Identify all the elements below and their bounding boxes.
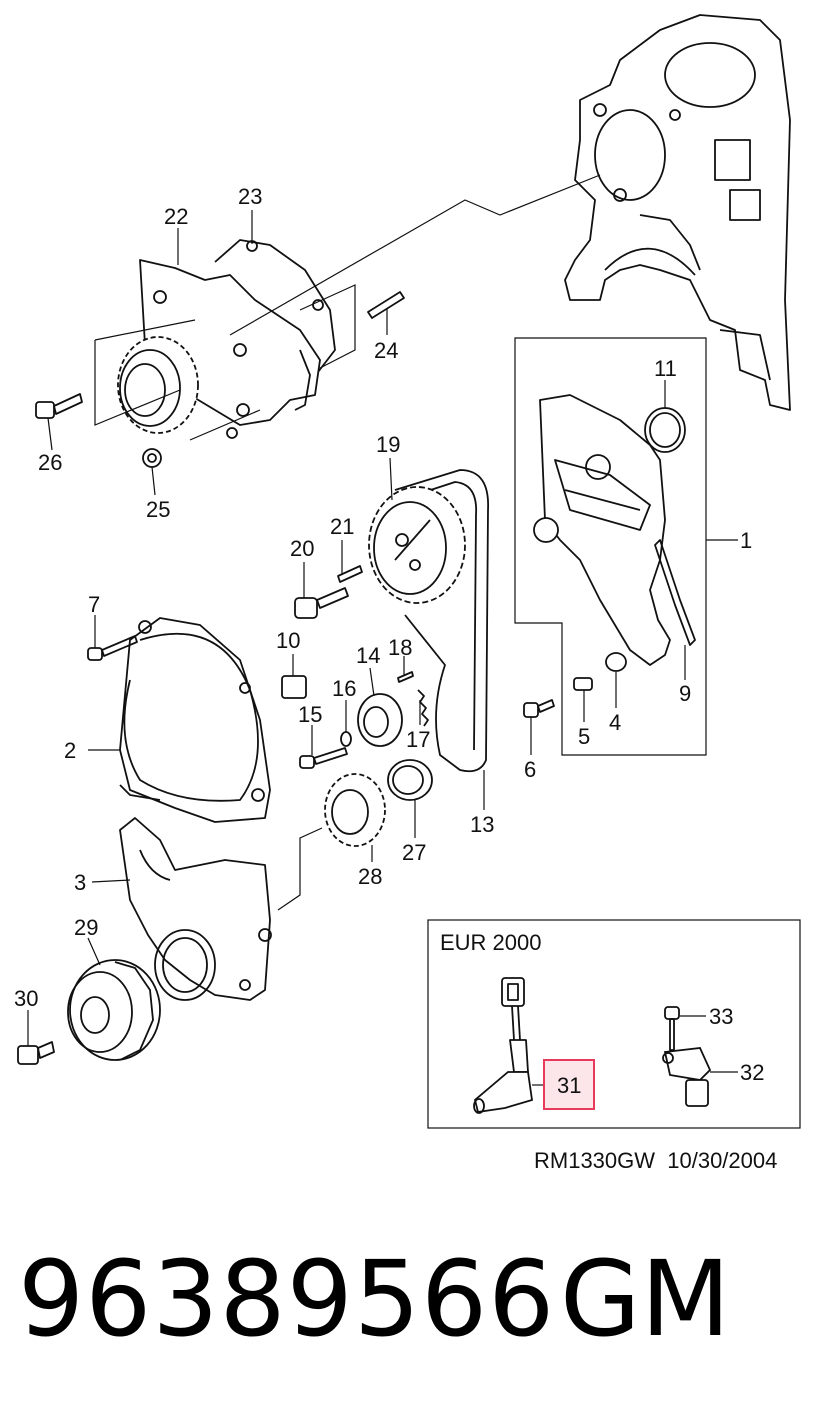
callout-28: 28 [358,864,382,889]
leader-line [94,319,261,441]
water-pump-gasket [214,239,336,373]
callout-3: 3 [74,870,86,895]
callout-10: 10 [276,628,300,653]
lower-timing-cover [119,817,272,1001]
eur2000-inset-box [427,919,801,1129]
bolt-26 [35,393,83,419]
crankshaft-pulley-29 [67,959,161,1061]
callout-23: 23 [238,184,262,209]
callout-11: 11 [654,356,677,381]
callout-5: 5 [578,724,590,749]
callout-9: 9 [679,681,691,706]
leader-line [229,174,601,336]
seal-ring-11 [644,407,686,453]
cover-group-box [514,337,707,756]
bolt-20 [294,587,349,619]
callout-26: 26 [38,450,62,475]
callout-13: 13 [470,812,494,837]
bolt-30 [17,1041,55,1065]
bolt-15 [299,747,348,769]
callout-21: 21 [330,514,354,539]
inset-title: EUR 2000 [440,930,542,955]
callout-14: 14 [356,643,380,668]
callout-19: 19 [376,432,400,457]
callout-16: 16 [332,676,356,701]
exploded-parts-diagram: EUR 2000 [14,14,801,1129]
timing-cover-gasket [533,394,671,666]
tensioner-pulley-14 [357,693,403,747]
leader-line [299,284,356,369]
bushing-5 [573,677,593,691]
bolt-6 [523,699,555,718]
camshaft-gear [368,486,466,604]
callout-7: 7 [88,592,100,617]
timing-belt [394,469,489,773]
callout-2: 2 [64,738,76,763]
pin-21 [337,565,363,583]
crankshaft-gear-28 [324,773,386,847]
callout-4: 4 [609,710,621,735]
callout-18: 18 [388,635,412,660]
clip-10 [281,675,307,699]
callout-20: 20 [290,536,314,561]
drawing-reference: RM1330GW 10/30/2004 [534,1148,778,1173]
callout-6: 6 [524,757,536,782]
callout-22: 22 [164,204,188,229]
nut-4 [605,652,627,672]
leader-line [277,827,323,911]
stud-bolt-24 [367,291,405,319]
washer-16 [340,731,352,747]
crankshaft-position-sensor-31 [473,977,534,1114]
spring-17 [417,689,429,727]
callout-15: 15 [298,702,322,727]
bolt-7 [87,635,138,661]
callout-17: 17 [406,727,430,752]
brand-name: GM [560,1238,731,1360]
camshaft-position-sensor-32 [662,1047,712,1107]
water-pump-pulley-gear [117,336,199,434]
callout-leaders [27,210,738,1046]
callout-31: 31 [557,1073,581,1098]
nut-25 [142,448,162,468]
callout-32: 32 [740,1060,764,1085]
engine-block [564,14,791,411]
bolt-33 [664,1006,680,1051]
callout-33: 33 [709,1004,733,1029]
callout-27: 27 [402,840,426,865]
callout-25: 25 [146,497,170,522]
upper-timing-cover [119,617,271,823]
callout-30: 30 [14,986,38,1011]
callout-1: 1 [740,528,752,553]
strip-9 [654,539,696,646]
callout-29: 29 [74,915,98,940]
pin-18 [397,671,414,683]
highlight-box-31 [543,1059,595,1110]
crankshaft-seal-27 [387,759,433,801]
part-number: 96389566 [18,1238,556,1360]
callout-24: 24 [374,338,398,363]
